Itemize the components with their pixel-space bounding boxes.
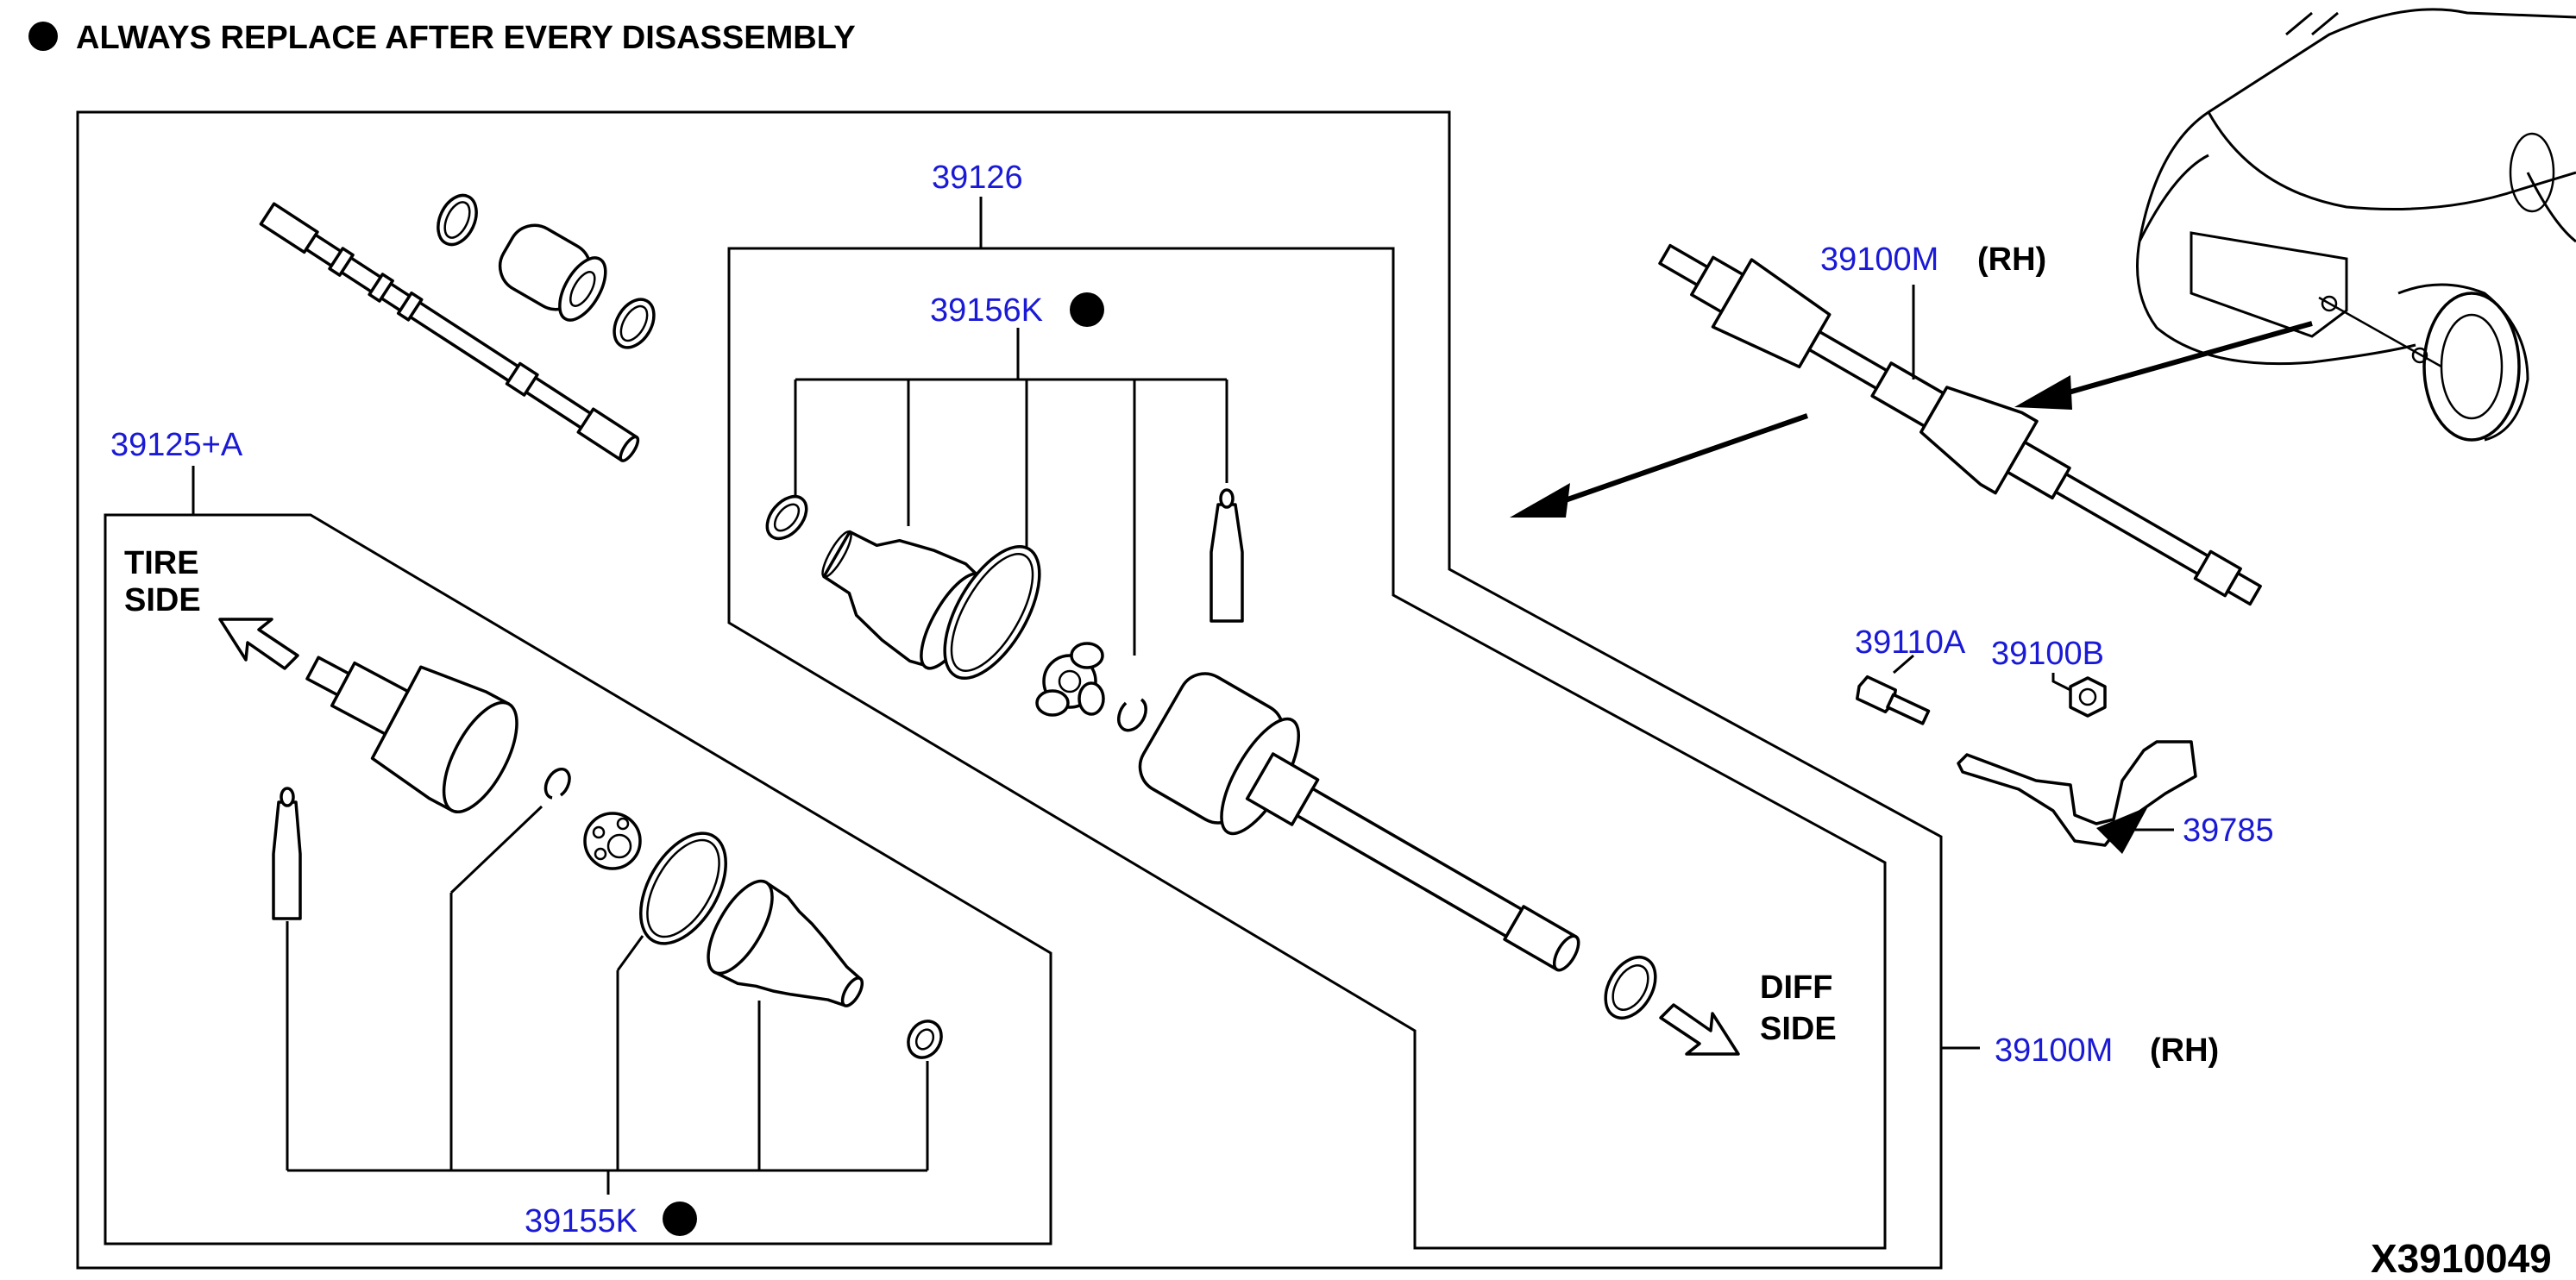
- side-rh-top: (RH): [1977, 242, 2046, 278]
- diff-side-arrow-icon: [1659, 1003, 1740, 1056]
- drive-shaft-part: [259, 202, 640, 462]
- tire-side-label-line1: TIRE: [124, 545, 199, 581]
- kit-frame-39126: [727, 247, 1887, 1250]
- part-number-39125a: 39125+A: [110, 427, 243, 463]
- diagram-reference-code: X3910049: [2371, 1236, 2552, 1280]
- replace-marker-icon: [1070, 292, 1104, 327]
- outer-boot-part: [707, 879, 864, 1007]
- side-rh-bottom: (RH): [2150, 1032, 2219, 1069]
- part-label-39100m-bottom: 39100M (RH): [1995, 1032, 2219, 1069]
- spider-assembly-part: [1035, 642, 1105, 717]
- part-number-39155k: 39155K: [525, 1203, 638, 1239]
- vehicle-outline: [2136, 8, 2576, 442]
- tire-side-arrow-icon: [218, 618, 299, 670]
- inner-race-part: [583, 812, 642, 870]
- grease-tube-part-2: [272, 787, 302, 920]
- car-direction-arrow-icon: [2014, 321, 2313, 410]
- outer-assembly-frame: [76, 110, 1943, 1270]
- small-band-part: [765, 494, 808, 541]
- replace-marker-icon: [663, 1202, 697, 1236]
- replace-marker-icon: [28, 22, 58, 51]
- part-label-39155k: 39155K: [525, 1202, 697, 1239]
- drive-shaft-assembly-part: [1658, 243, 2262, 606]
- o-ring-part: [1604, 956, 1657, 1020]
- housing-shaft-part: [1138, 672, 1580, 972]
- part-number-39785: 39785: [2183, 813, 2274, 849]
- part-number-39110a: 39110A: [1855, 624, 1966, 661]
- band-ring-part: [437, 193, 478, 247]
- circlip-part: [543, 767, 571, 800]
- small-clamp-part: [907, 1020, 943, 1059]
- note-text: ALWAYS REPLACE AFTER EVERY DISASSEMBLY: [76, 20, 856, 56]
- band-ring-part-2: [613, 298, 656, 349]
- outer-joint-part: [305, 656, 518, 814]
- boot-band-part-2: [639, 831, 727, 945]
- part-label-39156k: 39156K: [930, 292, 1104, 329]
- kit-frame-39125a: [104, 513, 1052, 1245]
- direction-arrow-icon: [1510, 413, 1808, 518]
- bracket-part: [1957, 740, 2197, 854]
- bracket-39155k: [286, 805, 929, 1195]
- part-number-39100m-top: 39100M: [1820, 242, 1938, 278]
- leader-39100b: [2051, 673, 2071, 692]
- replacement-note: ALWAYS REPLACE AFTER EVERY DISASSEMBLY: [28, 20, 856, 56]
- grease-tube-part-1: [1209, 488, 1244, 623]
- part-number-39126: 39126: [932, 160, 1023, 196]
- bolt-part: [1856, 675, 1931, 725]
- tire-side-label-line2: SIDE: [124, 582, 201, 618]
- diff-side-label-line1: DIFF: [1760, 969, 1832, 1006]
- part-number-39100b: 39100B: [1991, 636, 2104, 672]
- diff-side-label-line2: SIDE: [1760, 1011, 1837, 1047]
- part-number-39156k: 39156K: [930, 292, 1043, 329]
- part-label-39100m-top: 39100M (RH): [1820, 242, 2046, 278]
- boot-part: [498, 223, 607, 322]
- nut-part: [2069, 676, 2107, 718]
- leader-39110a: [1893, 654, 1914, 675]
- large-band-part: [943, 544, 1041, 681]
- snap-ring-part: [1117, 698, 1147, 732]
- part-number-39100m-bottom: 39100M: [1995, 1032, 2113, 1069]
